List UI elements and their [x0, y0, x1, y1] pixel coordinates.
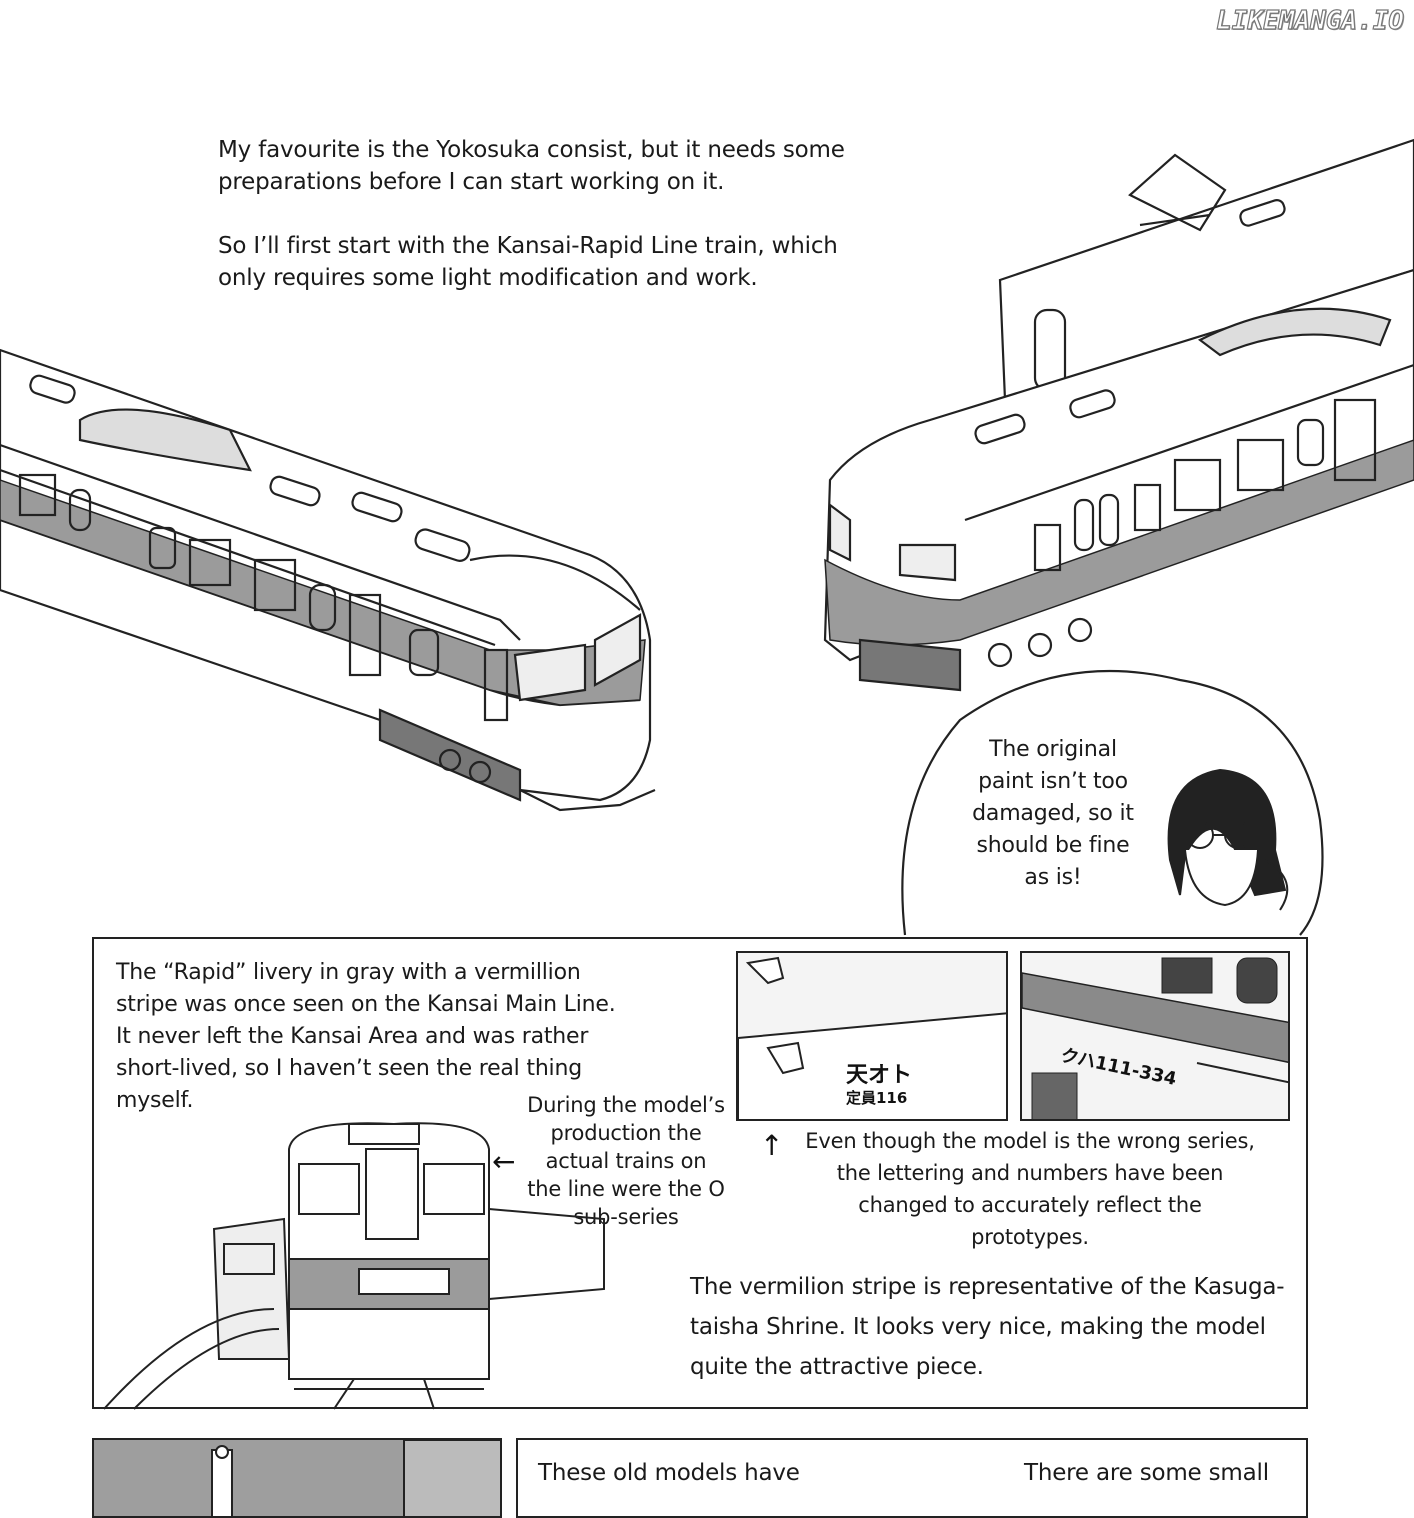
bottom-right-text: There are some small	[1024, 1460, 1269, 1486]
model-note: During the model’s production the actual…	[527, 1093, 725, 1229]
inset-lettering-right: クハ111-334	[1020, 951, 1290, 1121]
stripe-caption: The vermilion stripe is representative o…	[690, 1274, 1285, 1380]
livery-caption: The “Rapid” livery in gray with a vermil…	[116, 960, 616, 1113]
inset-left-drawing	[738, 956, 1006, 1119]
bottom-left-panel	[92, 1438, 502, 1518]
up-arrow-icon: ↑	[760, 1129, 784, 1162]
inset-lettering-left: 天オト 定員116	[736, 951, 1008, 1121]
inset-right-drawing	[1022, 957, 1288, 1119]
intro-paragraph-1: My favourite is the Yokosuka consist, bu…	[218, 137, 845, 195]
intro-paragraph-2: So I’ll first start with the Kansai-Rapi…	[218, 233, 838, 291]
livery-panel: The “Rapid” livery in gray with a vermil…	[92, 937, 1308, 1410]
character-avatar	[1167, 768, 1289, 911]
inset-left-text-1: 天オト	[846, 1063, 913, 1088]
intro-text: My favourite is the Yokosuka consist, bu…	[218, 134, 878, 326]
left-arrow-icon: ←	[492, 1145, 516, 1178]
bottom-left-text: These old models have	[538, 1460, 800, 1486]
lettering-caption: Even though the model is the wrong serie…	[805, 1129, 1255, 1249]
bottom-left-drawing	[211, 1440, 500, 1516]
front-train-illustration	[103, 1122, 605, 1410]
inset-left-text-2: 定員116	[846, 1089, 908, 1107]
watermark: LIKEMANGA.IO	[1216, 5, 1405, 36]
bottom-right-panel: These old models have There are some sma…	[516, 1438, 1308, 1518]
bubble-text: The original paint isn’t too damaged, so…	[972, 737, 1134, 890]
